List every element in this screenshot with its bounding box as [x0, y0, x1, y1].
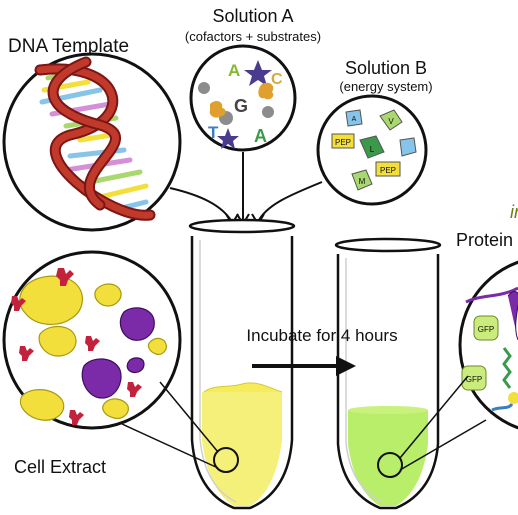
ribosome-icon [508, 392, 518, 404]
cell-extract-label: Cell Extract [14, 457, 106, 477]
letter-g: G [234, 96, 248, 116]
gfp-barrel-icon: GFP [473, 315, 499, 341]
gfp-tag-1: GFP [478, 325, 494, 334]
pep-tag-2: PEP [380, 166, 396, 175]
zoom-line [159, 381, 219, 453]
letter-a-1: A [228, 61, 240, 80]
gfp-tag-2: GFP [466, 375, 482, 384]
l-tag: L [370, 145, 375, 154]
enzyme-icon [507, 291, 518, 341]
enzyme-icon [81, 358, 122, 399]
reaction-tube-after [334, 237, 442, 510]
protein-label: Protein [456, 230, 513, 250]
cube-icon [399, 137, 417, 157]
enzyme-icon [119, 307, 155, 341]
arrow-solution-b-to-tube [257, 181, 323, 223]
m-tag: M [359, 177, 366, 186]
dna-double-helix-icon [34, 56, 156, 221]
dna-template-label: DNA Template [8, 36, 129, 57]
zoom-circle-icon [213, 447, 239, 473]
v-tag: V [388, 117, 394, 126]
solution-a-circle: A C G T A [189, 44, 297, 152]
protein-circle: GFP GFP [458, 260, 518, 430]
solution-b-label: Solution B [345, 58, 427, 78]
arrow-dna-to-tube [169, 187, 233, 223]
letter-t: T [208, 123, 219, 142]
cell-extract-circle [2, 250, 182, 430]
solution-a-label: Solution A [212, 6, 293, 26]
a-tag: A [352, 116, 357, 123]
letter-c: C [271, 71, 283, 88]
ribosome-icon [19, 275, 83, 325]
dna-template-circle [2, 52, 182, 232]
gfp-barrel-icon: GFP [461, 365, 487, 391]
solution-b-circle: PEP V L PEP M A [316, 94, 428, 206]
zoom-line [399, 375, 469, 459]
star-icon [244, 60, 272, 86]
incubate-label: Incubate for 4 hours [246, 326, 397, 345]
zoom-circle-icon [377, 452, 403, 478]
pep-tag-1: PEP [335, 138, 351, 147]
trna-icons [11, 268, 142, 425]
ribosome-icon [147, 337, 167, 355]
italic-partial-label: in [510, 202, 518, 222]
zoom-line [121, 423, 219, 469]
gray-dot-icon [198, 82, 210, 94]
cube-icon [379, 109, 403, 131]
arrowhead-icon [336, 356, 356, 376]
pep-tag-icon [375, 161, 401, 177]
gray-dot-icon [262, 106, 274, 118]
mrna-strand-icon [465, 286, 518, 304]
solution-b-subtitle: (energy system) [339, 79, 432, 94]
ribosome-icon [94, 283, 122, 307]
input-arrows [169, 152, 323, 226]
cube-icon [359, 135, 385, 159]
pep-tag-icon [331, 133, 355, 149]
reaction-tube-before [188, 218, 296, 510]
ribosome-icon [102, 398, 129, 419]
star-icon [217, 128, 239, 149]
cube-icon [345, 109, 363, 127]
ribosome-icon [38, 325, 77, 357]
incubate-arrow [252, 356, 356, 376]
peptide-chain-icon [491, 402, 514, 412]
ribosome-icon [19, 389, 65, 421]
cube-icon [351, 169, 373, 191]
letter-a-2: A [254, 126, 267, 146]
peptide-chain-icon [502, 347, 512, 389]
blob-icon [209, 101, 226, 118]
enzyme-icon [126, 357, 145, 374]
zoom-line [399, 419, 487, 471]
solution-a-subtitle: (cofactors + substrates) [185, 29, 321, 44]
blob-icon [258, 82, 274, 100]
